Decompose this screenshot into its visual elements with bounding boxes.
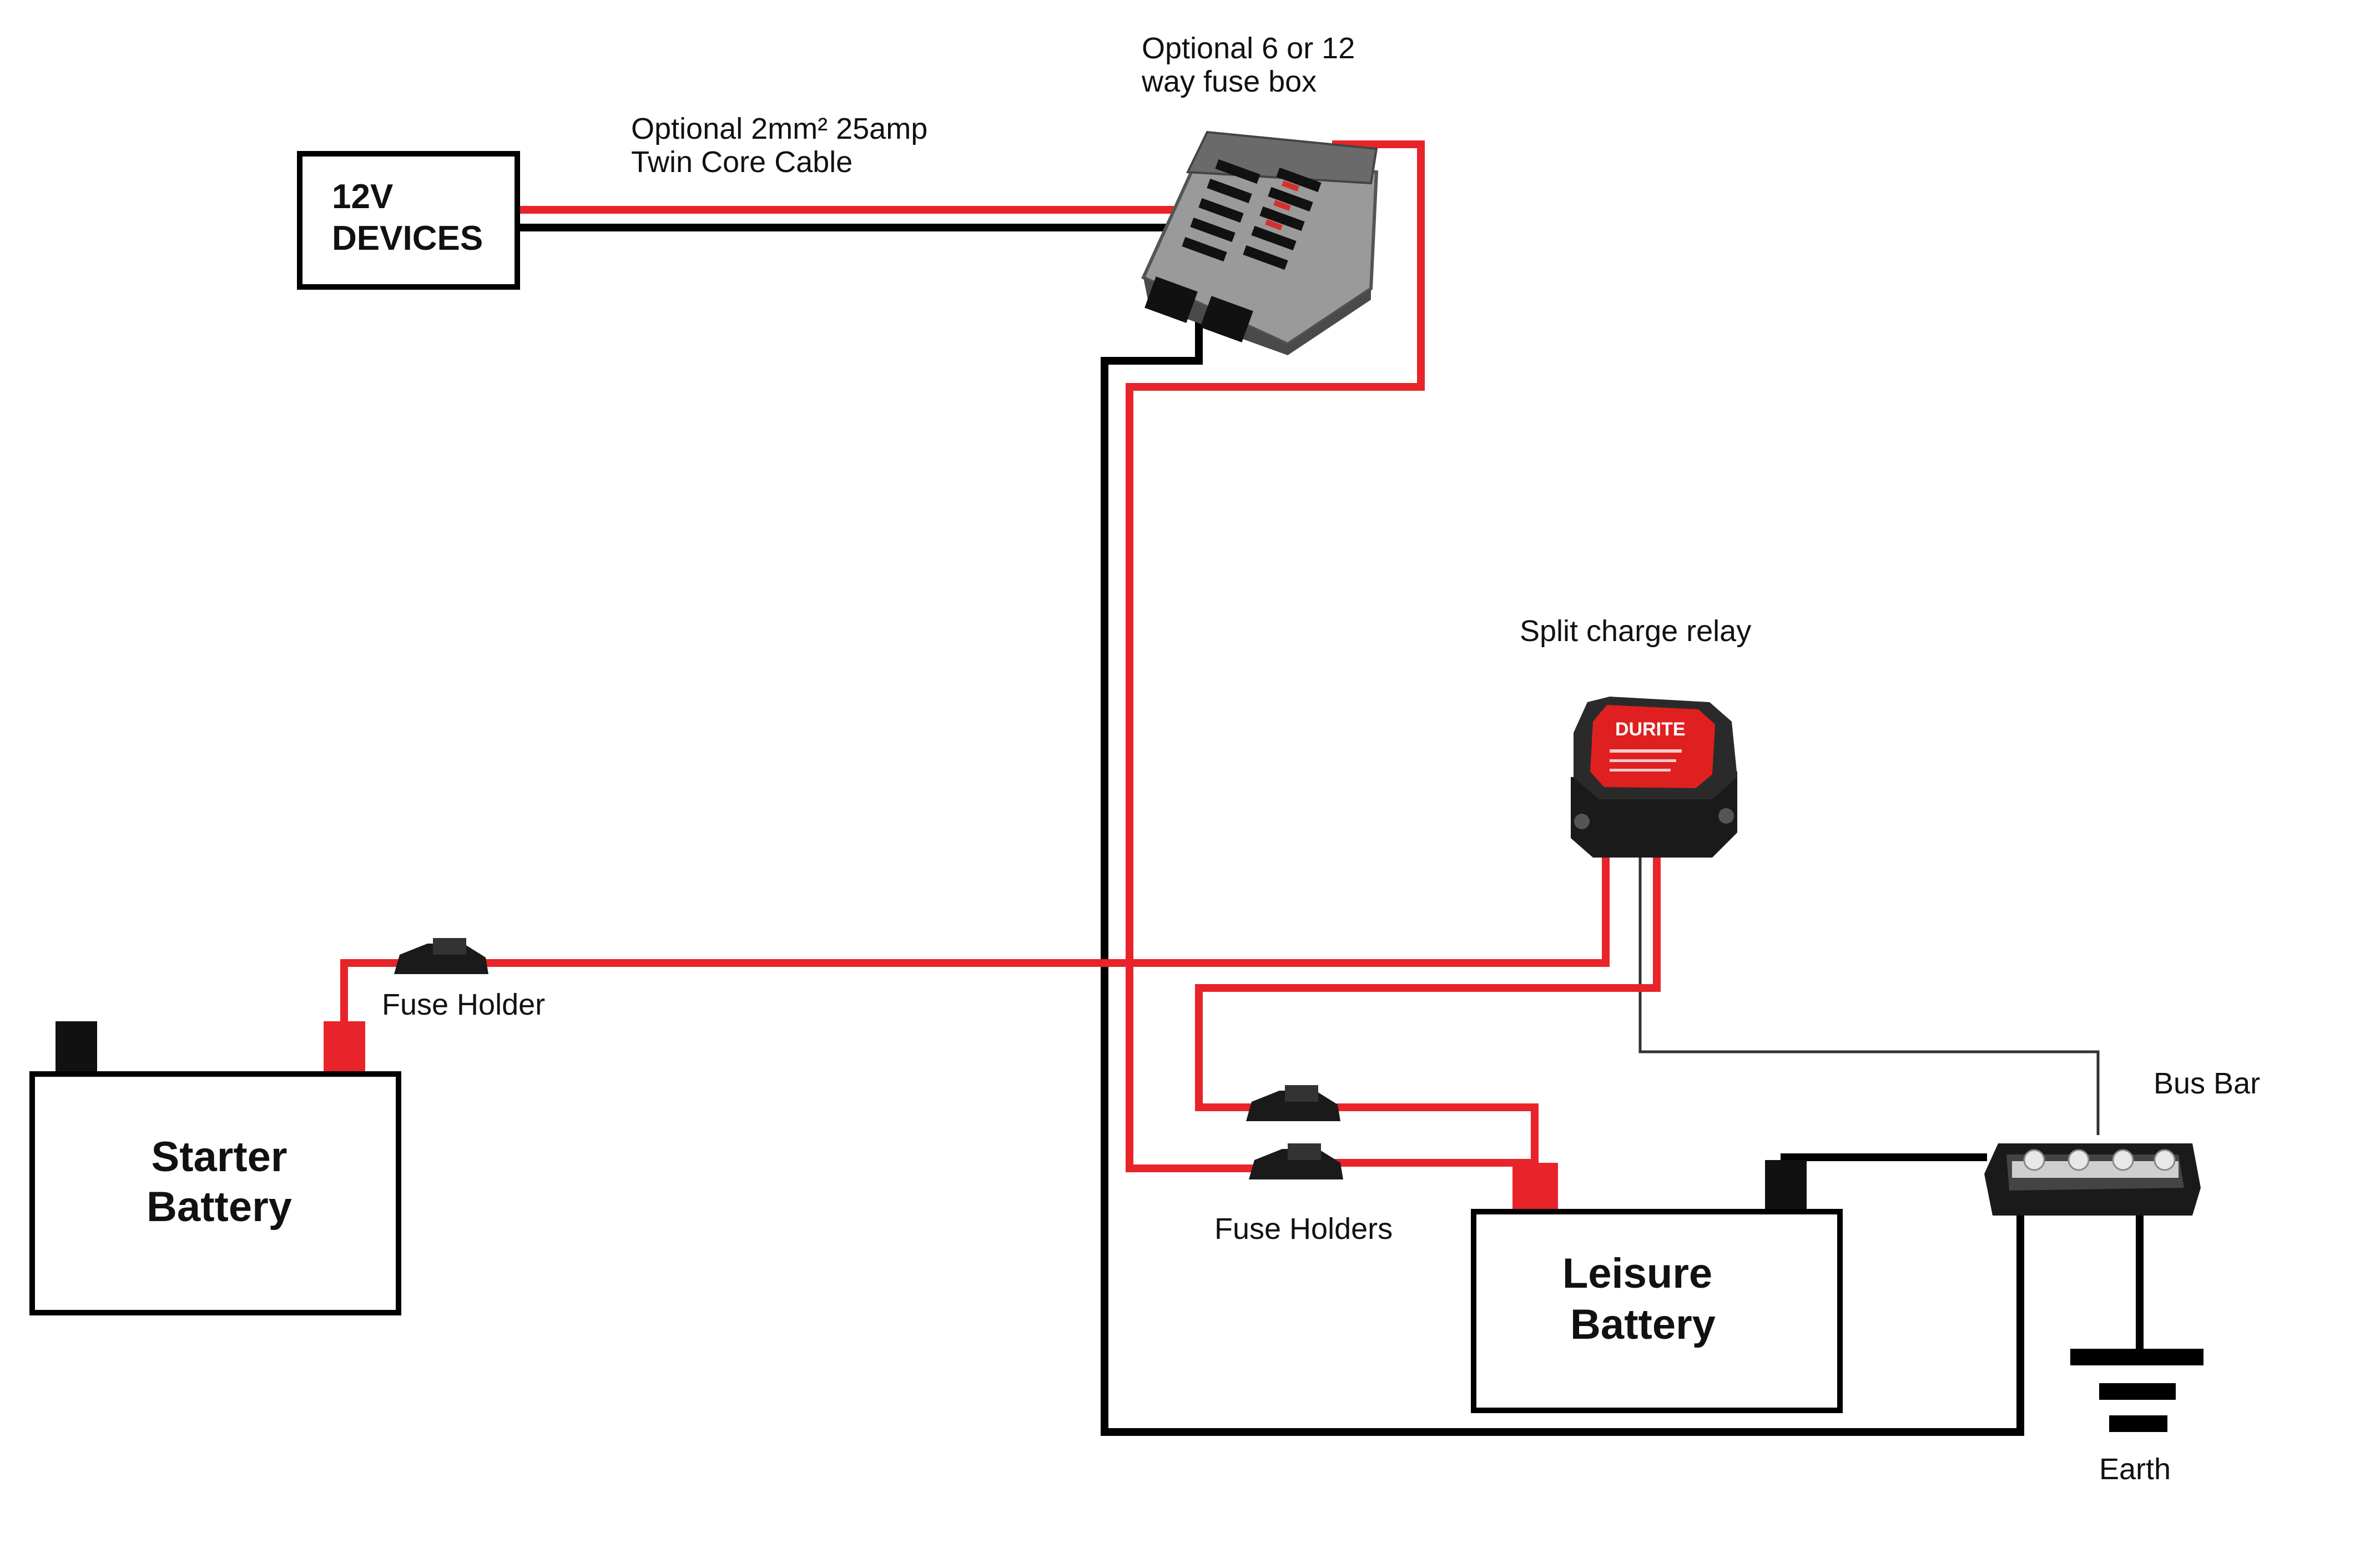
fuse-holders-label: Fuse Holders [1214, 1212, 1393, 1246]
cable-label-line2: Twin Core Cable [631, 145, 853, 179]
relay-output-wire [1195, 858, 1661, 1111]
devices-label-line1: 12V [332, 178, 393, 216]
leisure-fuse-holder-1 [1246, 1085, 1340, 1121]
starter-positive-wire [340, 858, 1610, 1027]
split-charge-relay: DURITE [1571, 697, 1737, 858]
earth-symbol [2070, 1349, 2203, 1432]
leisure-negative-terminal [1765, 1160, 1807, 1213]
fusebox-negative-wire [1101, 319, 2024, 1436]
negative-wires [519, 224, 2144, 1436]
fusebox-label-line1: Optional 6 or 12 [1142, 32, 1355, 65]
fusebox-label-line2: way fuse box [1141, 65, 1317, 98]
devices-box: 12V DEVICES [297, 151, 520, 290]
leisure-battery-line1: Leisure [1562, 1250, 1712, 1297]
starter-fuse-holder [394, 938, 488, 974]
starter-battery: Starter Battery [29, 1021, 401, 1315]
bus-bar [1984, 1143, 2201, 1216]
fuse-slots [1182, 159, 1322, 270]
leisure-positive-terminal [1512, 1163, 1558, 1213]
signal-wire [1638, 858, 2100, 1135]
starter-battery-line2: Battery [147, 1183, 292, 1231]
leisure-battery-line2: Battery [1570, 1301, 1716, 1348]
cable-label-line1: Optional 2mm² 25amp [631, 112, 927, 145]
positive-wires [340, 140, 1661, 1172]
leisure-battery: Leisure Battery [1471, 1160, 1843, 1413]
fuse-to-leisure-wire-1 [1327, 1103, 1539, 1163]
earth-label: Earth [2099, 1453, 2171, 1486]
starter-positive-terminal [324, 1021, 365, 1074]
fuse-holder-label: Fuse Holder [382, 988, 545, 1021]
fuse-box [1141, 130, 1379, 355]
starter-battery-line1: Starter [152, 1133, 288, 1181]
starter-negative-terminal [56, 1021, 97, 1074]
leisure-fuse-holder-2 [1249, 1143, 1343, 1179]
fusebox-positive-wire [1126, 140, 1425, 1172]
devices-label-line2: DEVICES [332, 219, 483, 258]
relay-brand: DURITE [1615, 719, 1686, 740]
relay-ground-wire [1638, 858, 2100, 1135]
bus-bar-label: Bus Bar [2154, 1067, 2260, 1100]
leisure-negative-wire [1781, 1153, 1987, 1168]
relay-label: Split charge relay [1520, 614, 1751, 648]
